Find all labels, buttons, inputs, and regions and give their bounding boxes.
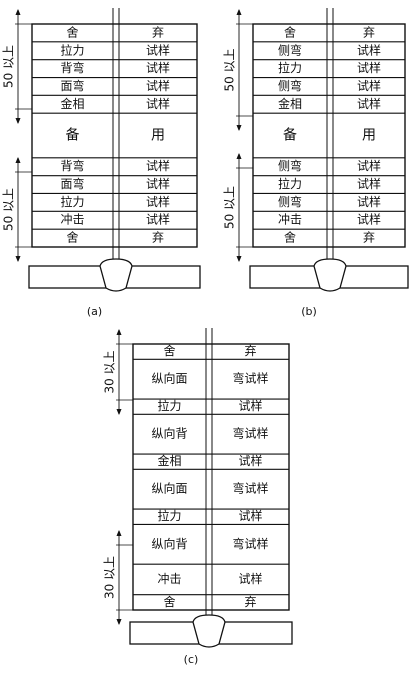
figure-caption: (c)	[184, 653, 199, 666]
cell-right: 弃	[152, 24, 164, 39]
cell-left: 舍	[284, 24, 296, 39]
cell-left: 舍	[163, 594, 175, 609]
cell-left: 拉力	[157, 508, 181, 523]
cell-right: 试样	[357, 96, 381, 111]
cell-left: 拉力	[278, 176, 302, 191]
cell-left: 冲击	[157, 571, 181, 586]
cell-right: 试样	[146, 194, 170, 209]
table-border	[252, 23, 406, 248]
cell-right: 试样	[238, 398, 262, 413]
weld-bead	[192, 614, 226, 648]
cell-left: 纵向背	[151, 426, 187, 441]
dimension: 50 以上	[223, 154, 253, 261]
cell-left: 面弯	[60, 78, 84, 93]
cell-left: 拉力	[157, 398, 181, 413]
cell-left: 冲击	[278, 212, 302, 227]
dimension-label: 30 以上	[103, 350, 117, 393]
cell-left: 侧弯	[278, 78, 302, 93]
cell-left: 冲击	[60, 212, 84, 227]
dimension: 30 以上	[103, 531, 133, 624]
dimension-label: 50 以上	[223, 48, 237, 91]
cell-left: 侧弯	[278, 42, 302, 57]
cell-right: 试样	[357, 60, 381, 75]
cell-left: 备	[66, 127, 80, 144]
cell-left: 金相	[60, 96, 84, 111]
dimension: 50 以上	[2, 158, 32, 261]
cell-right: 试样	[146, 96, 170, 111]
table-border	[31, 23, 198, 248]
cell-left: 背弯	[60, 158, 84, 173]
cell-right: 试样	[357, 176, 381, 191]
cell-right: 试样	[146, 212, 170, 227]
cell-left: 舍	[163, 343, 175, 358]
cell-right: 弃	[363, 24, 375, 39]
dimension: 30 以上	[103, 330, 133, 414]
cell-right: 弃	[244, 594, 256, 609]
cell-left: 备	[283, 127, 297, 144]
cell-right: 弃	[244, 343, 256, 358]
table-border	[132, 343, 290, 611]
cell-right: 试样	[146, 42, 170, 57]
cell-right: 试样	[146, 78, 170, 93]
cell-right: 弯试样	[232, 426, 268, 441]
cell-right: 用	[151, 128, 165, 144]
cell-left: 拉力	[60, 194, 84, 209]
cell-right: 试样	[238, 571, 262, 586]
diagram-a: 舍弃拉力试样背弯试样面弯试样金相试样备用背弯试样面弯试样拉力试样冲击试样舍弃50…	[2, 8, 201, 318]
cell-right: 试样	[357, 42, 381, 57]
weld-bead	[99, 258, 133, 292]
cell-left: 金相	[278, 96, 302, 111]
cell-right: 试样	[357, 212, 381, 227]
figure-caption: (b)	[301, 305, 317, 318]
cell-left: 侧弯	[278, 194, 302, 209]
figure-caption: (a)	[87, 305, 102, 318]
cell-right: 试样	[146, 60, 170, 75]
dimension-label: 30 以上	[103, 556, 117, 599]
dimension-label: 50 以上	[2, 188, 16, 231]
cell-left: 拉力	[278, 60, 302, 75]
cell-right: 试样	[238, 508, 262, 523]
cell-right: 试样	[357, 194, 381, 209]
dimension: 50 以上	[223, 10, 253, 130]
cell-left: 面弯	[60, 176, 84, 191]
cell-left: 舍	[284, 230, 296, 245]
cell-right: 弯试样	[232, 481, 268, 496]
cell-right: 试样	[146, 176, 170, 191]
cell-left: 纵向面	[151, 371, 187, 386]
cell-left: 金相	[157, 453, 181, 468]
cell-left: 纵向背	[151, 536, 187, 551]
cell-right: 弯试样	[232, 371, 268, 386]
cell-left: 侧弯	[278, 158, 302, 173]
cell-right: 试样	[357, 78, 381, 93]
cell-right: 用	[362, 128, 376, 144]
cell-left: 拉力	[60, 42, 84, 57]
dimension-label: 50 以上	[223, 186, 237, 229]
cell-right: 试样	[357, 158, 381, 173]
cell-left: 舍	[66, 24, 78, 39]
diagram-c: 舍弃纵向面弯试样拉力试样纵向背弯试样金相试样纵向面弯试样拉力试样纵向背弯试样冲击…	[103, 328, 293, 666]
cell-right: 弃	[363, 230, 375, 245]
cell-left: 背弯	[60, 60, 84, 75]
cell-right: 试样	[238, 453, 262, 468]
dimension-label: 50 以上	[2, 45, 16, 88]
weld-bead	[313, 258, 347, 292]
dimension: 50 以上	[2, 10, 32, 123]
cell-left: 纵向面	[151, 481, 187, 496]
cell-right: 弯试样	[232, 536, 268, 551]
cell-left: 舍	[66, 230, 78, 245]
diagram-b: 舍弃侧弯试样拉力试样侧弯试样金相试样备用侧弯试样拉力试样侧弯试样冲击试样舍弃50…	[223, 8, 409, 318]
cell-right: 弃	[152, 230, 164, 245]
cell-right: 试样	[146, 158, 170, 173]
